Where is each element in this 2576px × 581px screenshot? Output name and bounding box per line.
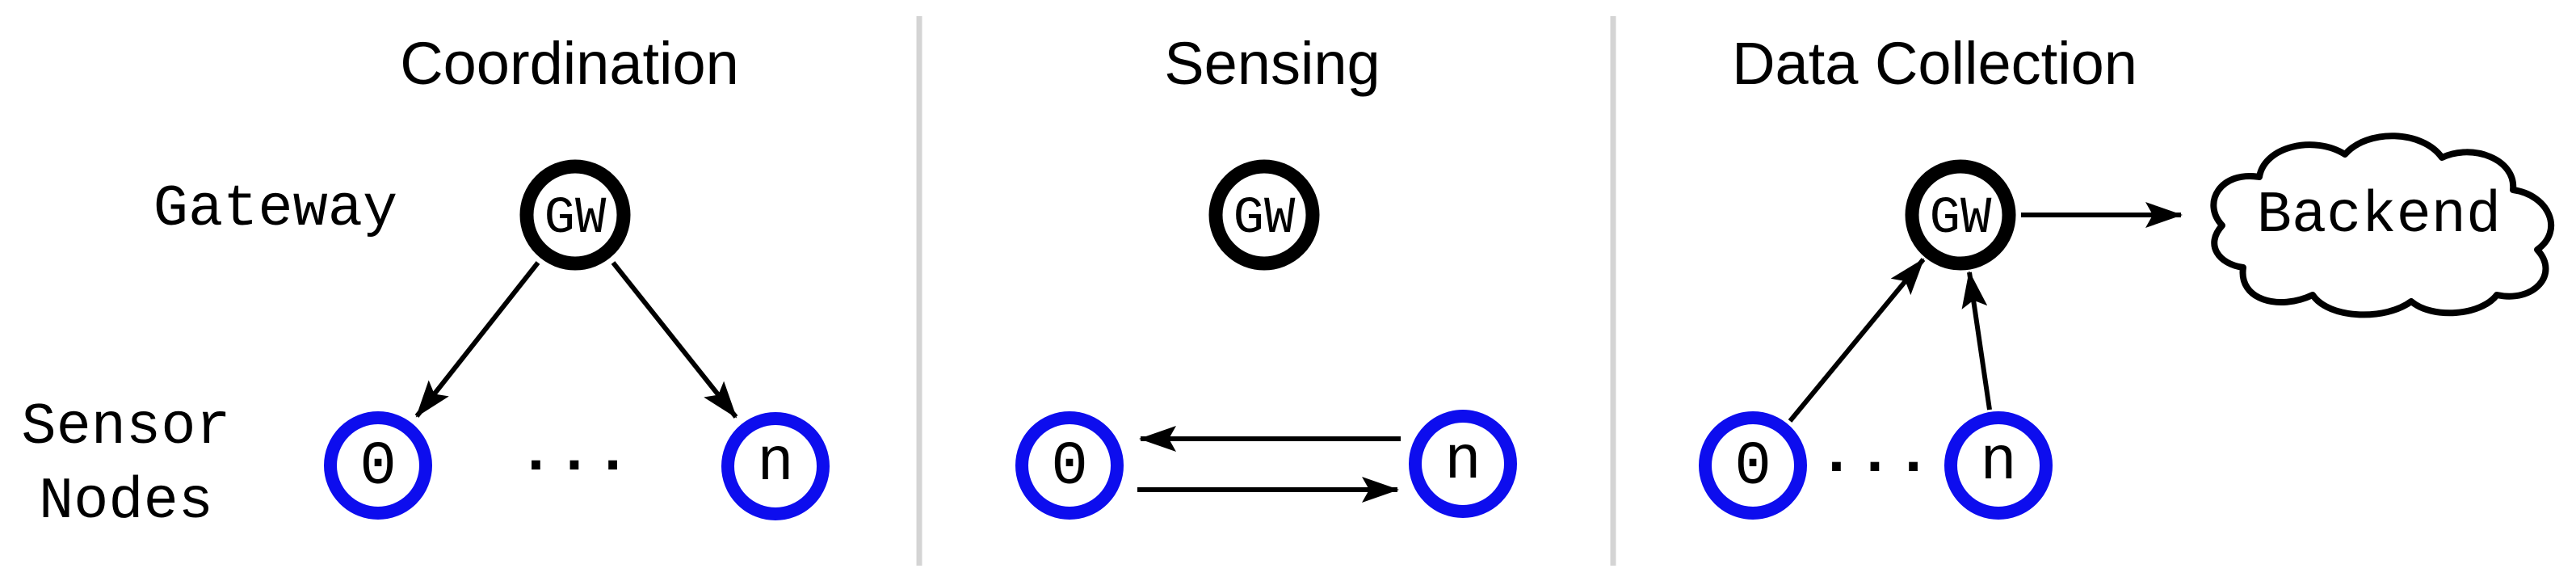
sensor-node-first-circle	[324, 411, 432, 520]
sensor-node-last-label: n	[1444, 427, 1481, 496]
sensor-row-label-line2: Nodes	[39, 469, 213, 535]
gateway-row-label: Gateway	[153, 176, 397, 242]
panel-coordination: Coordination Gateway Sensor Nodes GW 0 .…	[21, 30, 830, 535]
sensor-row-label-line1: Sensor	[21, 394, 230, 461]
panel-title-data-collection: Data Collection	[1732, 30, 2137, 97]
panel-sensing: Sensing GW 0 n	[1015, 30, 1517, 520]
sensor-node-last-label: n	[757, 428, 794, 498]
edge-gw-to-noden-arrow	[611, 261, 738, 419]
sensor-node-first-circle	[1699, 411, 1807, 520]
ellipsis-dots: ...	[518, 419, 633, 488]
sensor-node-last-circle	[1409, 410, 1517, 518]
sensor-node-last-label: n	[1980, 427, 2017, 497]
edge-node0-to-gw-arrow	[1788, 258, 1926, 423]
panel-title-coordination: Coordination	[400, 30, 739, 97]
gateway-node-circle	[1905, 159, 2016, 271]
ellipsis-dots: ...	[1818, 420, 1934, 490]
backend-label: Backend	[2257, 183, 2501, 249]
panel-title-sensing: Sensing	[1164, 30, 1380, 97]
sensor-node-first-label: 0	[1734, 432, 1771, 502]
backend-cloud	[2210, 133, 2555, 318]
sensor-node-first-label: 0	[359, 432, 397, 502]
edge-gw-to-node0-arrow	[414, 261, 540, 418]
panel-data-collection: Data Collection GW Backend 0 ... n	[1699, 30, 2555, 520]
sensor-node-first-circle	[1015, 411, 1124, 520]
edge-noden-to-gw-arrow	[1961, 271, 1992, 410]
gateway-node-label: GW	[544, 190, 607, 248]
cloud-outline	[2210, 133, 2555, 318]
sensor-node-last-circle	[721, 412, 830, 520]
sensor-node-first-label: 0	[1051, 432, 1088, 502]
gateway-node-label: GW	[1233, 190, 1296, 248]
gateway-node-label: GW	[1930, 190, 1992, 248]
gateway-node-circle	[519, 159, 631, 271]
sensor-node-last-circle	[1944, 411, 2053, 520]
gateway-node-circle	[1208, 159, 1320, 271]
